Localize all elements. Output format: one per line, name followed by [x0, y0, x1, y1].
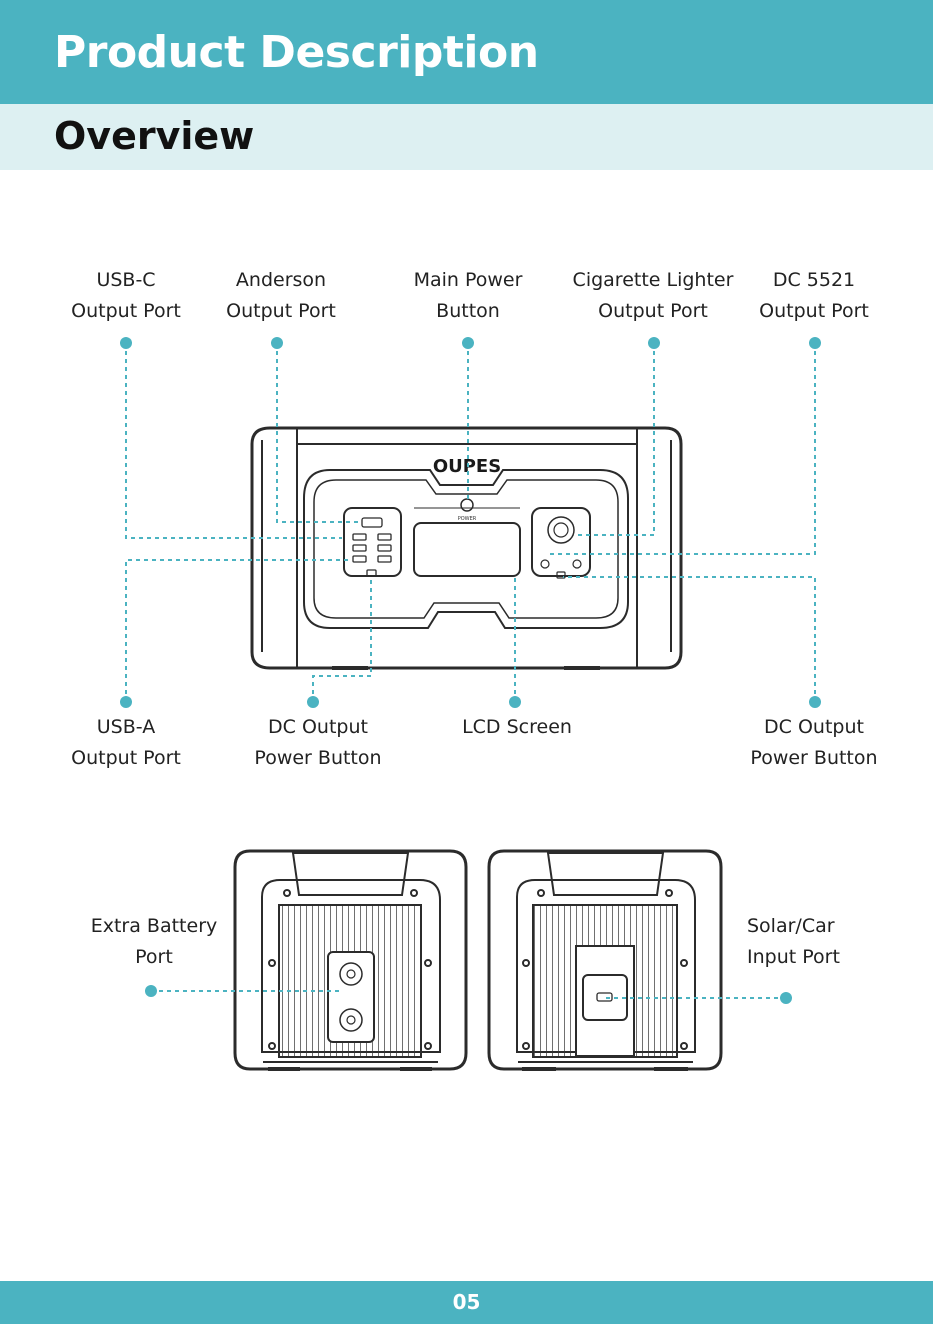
- power-button-caption: POWER: [458, 516, 477, 522]
- power-station-back-left-icon: [235, 851, 466, 1069]
- page-number: 05: [0, 1281, 933, 1324]
- power-station-back-right-icon: [489, 851, 721, 1069]
- callout-lines-back: [151, 991, 786, 998]
